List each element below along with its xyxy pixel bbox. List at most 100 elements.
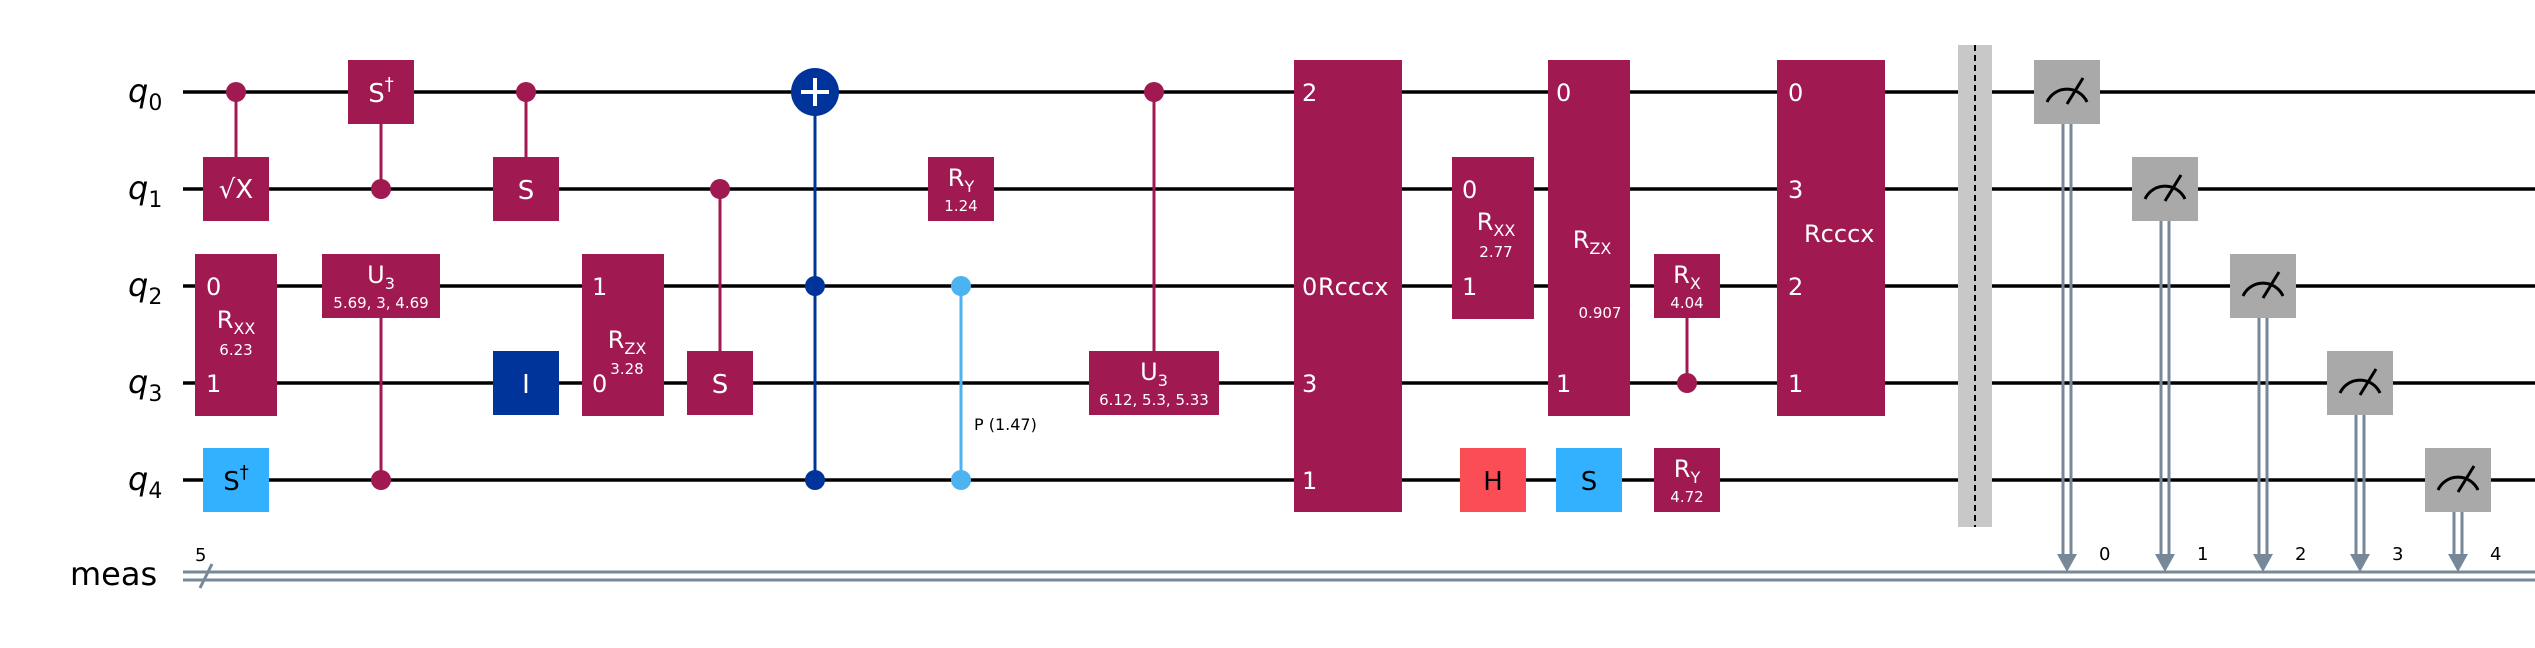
control-dot	[226, 82, 246, 102]
svg-text:2.77: 2.77	[1479, 243, 1512, 261]
sqrtx-box	[203, 157, 269, 221]
cs-gate-1: S	[493, 82, 559, 221]
svg-text:0: 0	[1302, 273, 1317, 301]
svg-text:U3: U3	[1140, 358, 1168, 390]
svg-text:U3: U3	[367, 261, 395, 293]
svg-text:1: 1	[1556, 370, 1571, 398]
ry-gate-1: RY 1.24	[928, 157, 994, 221]
svg-text:0: 0	[1462, 176, 1477, 204]
meter-icon	[2045, 87, 2089, 103]
rzx-gate-1: 1 0 RZX 3.28	[582, 254, 664, 416]
rcccx-gate-1: 2 0 Rcccx 3 1	[1294, 60, 1402, 512]
sdg-box	[348, 60, 414, 124]
register-size: 5	[195, 545, 206, 566]
svg-text:S†: S†	[223, 462, 249, 497]
csx-gate: √X	[203, 82, 269, 221]
measure-target-label: 3	[2392, 544, 2403, 565]
measure-target-label: 4	[2490, 544, 2501, 565]
svg-text:4.72: 4.72	[1670, 488, 1703, 506]
u3-box	[322, 254, 440, 318]
svg-text:4.04: 4.04	[1670, 294, 1703, 312]
ccx-gate	[791, 68, 839, 490]
svg-text:0: 0	[206, 273, 221, 301]
control-dot	[1144, 82, 1164, 102]
crx-gate: RX 4.04	[1654, 254, 1720, 393]
svg-text:S: S	[518, 176, 535, 206]
ry-gate-2: RY 4.72	[1654, 448, 1720, 512]
svg-text:RZX: RZX	[608, 326, 647, 358]
svg-text:2: 2	[1788, 273, 1803, 301]
qubit-label-q4: q4	[128, 460, 162, 504]
svg-text:3.28: 3.28	[610, 360, 643, 378]
svg-text:0: 0	[1788, 79, 1803, 107]
cphase-label: P (1.47)	[974, 415, 1037, 434]
svg-text:3: 3	[1788, 176, 1803, 204]
svg-text:0: 0	[592, 370, 607, 398]
qubit-label-q2: q2	[128, 266, 162, 310]
svg-text:H: H	[1483, 467, 1503, 497]
measurements: 0 1 2 3 4	[2034, 60, 2501, 572]
control-dot	[805, 470, 825, 490]
measure-target-label: 0	[2099, 544, 2110, 565]
measure-gate-q3: 3	[2327, 351, 2403, 572]
control-dot	[516, 82, 536, 102]
svg-text:2: 2	[1302, 79, 1317, 107]
measure-target-label: 1	[2197, 544, 2208, 565]
svg-text:1.24: 1.24	[944, 197, 977, 215]
sdg-gate-q4: S†	[203, 448, 269, 512]
svg-text:1: 1	[1302, 467, 1317, 495]
svg-text:Rcccx: Rcccx	[1318, 273, 1388, 301]
measure-gate-q1: 1	[2132, 157, 2208, 572]
classical-wire: 5	[183, 545, 2535, 589]
measure-box	[2425, 448, 2491, 512]
svg-text:S: S	[712, 370, 729, 400]
meter-icon	[2241, 281, 2285, 297]
svg-text:1: 1	[1462, 273, 1477, 301]
svg-text:S†: S†	[368, 74, 394, 109]
control-dot	[710, 179, 730, 199]
measure-box	[2230, 254, 2296, 318]
qubit-label-q1: q1	[128, 169, 162, 213]
control-dot	[951, 470, 971, 490]
rcccx-gate-2: 0 3 Rcccx 2 1	[1777, 60, 1885, 416]
rxx-gate-1: 0 1 RXX 6.23	[195, 254, 277, 416]
svg-text:RXX: RXX	[1477, 208, 1516, 240]
rzx-gate-2: 0 1 RZX 0.907	[1548, 60, 1630, 416]
cphase-gate: P (1.47)	[951, 276, 1037, 490]
control-dot	[371, 179, 391, 199]
measure-gate-q0: 0	[2034, 60, 2110, 572]
control-dot	[805, 276, 825, 296]
svg-text:5.69, 3, 4.69: 5.69, 3, 4.69	[333, 294, 428, 312]
csdg-gate: S†	[348, 60, 414, 199]
measure-gate-q2: 2	[2230, 254, 2306, 572]
svg-text:S: S	[1581, 467, 1598, 497]
meter-icon	[2338, 378, 2382, 394]
svg-text:6.23: 6.23	[219, 341, 252, 359]
svg-text:1: 1	[206, 370, 221, 398]
barrier	[1958, 45, 1992, 527]
control-dot	[371, 470, 391, 490]
svg-text:6.12, 5.3, 5.33: 6.12, 5.3, 5.33	[1099, 391, 1209, 409]
rxx-gate-2: 0 1 RXX 2.77	[1452, 157, 1534, 319]
s-gate-q4: S	[1556, 448, 1622, 512]
control-dot	[1677, 373, 1697, 393]
svg-text:1: 1	[592, 273, 607, 301]
measure-box	[2327, 351, 2393, 415]
measure-gate-q4: 4	[2425, 448, 2501, 572]
cu3-gate-2: U3 6.12, 5.3, 5.33	[1089, 82, 1219, 415]
control-dot	[951, 276, 971, 296]
meter-icon	[2436, 475, 2480, 491]
svg-text:3: 3	[1302, 370, 1317, 398]
qubit-label-q3: q3	[128, 363, 162, 407]
svg-text:Rcccx: Rcccx	[1804, 220, 1874, 248]
hadamard-gate: H	[1460, 448, 1526, 512]
measure-box	[2132, 157, 2198, 221]
svg-text:1: 1	[1788, 370, 1803, 398]
wire-labels: q0 q1 q2 q3 q4 meas	[70, 72, 162, 593]
meter-icon	[2143, 184, 2187, 200]
measure-box	[2034, 60, 2100, 124]
cs-gate-2: S	[687, 179, 753, 415]
svg-text:RY: RY	[1674, 455, 1701, 487]
sqrtx-label: √X	[219, 175, 253, 205]
